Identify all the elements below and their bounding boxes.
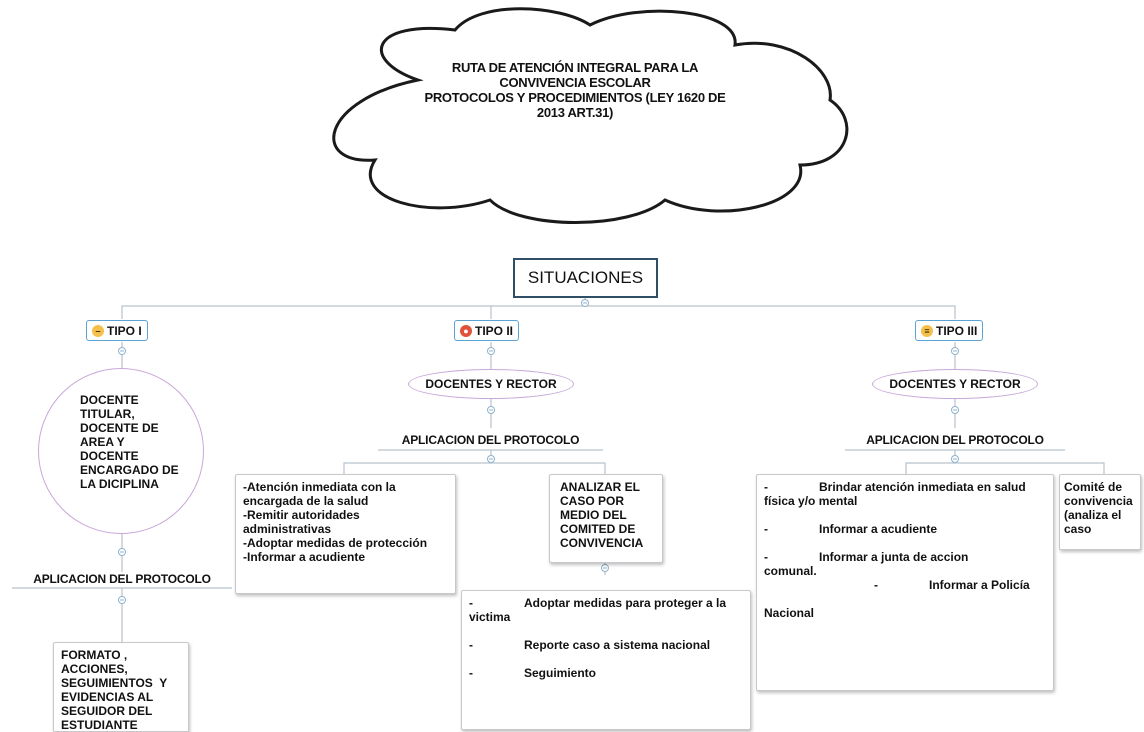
bullet-dash: -: [764, 480, 768, 494]
item-text: Seguimiento: [524, 666, 597, 680]
item-text-continued: victima: [469, 610, 511, 624]
title-cloud: [332, 7, 849, 224]
text-line: Comité de: [1064, 480, 1123, 494]
tipo-1-node[interactable]: – TIPO I: [86, 320, 148, 341]
text-line: caso: [1064, 522, 1092, 536]
list-item: - Informar a Policía: [764, 578, 1046, 592]
tipo-2-responsible-node[interactable]: DOCENTES Y RECTOR: [408, 369, 574, 399]
item-text: Adoptar medidas para proteger a la: [524, 596, 727, 610]
angry-face-icon: ●: [460, 324, 472, 337]
item-text: Reporte caso a sistema nacional: [524, 638, 711, 652]
cloud-title-line: PROTOCOLOS Y PROCEDIMIENTOS (LEY 1620 DE: [424, 90, 726, 105]
text-line: MEDIO DEL: [560, 508, 627, 522]
bullet-dash: -: [469, 666, 473, 680]
tipo-3-committee-box[interactable]: Comité de convivencia (analiza el caso: [1059, 474, 1141, 550]
bullet-dash: -: [764, 522, 768, 536]
text-line: TITULAR,: [80, 407, 135, 421]
item-text-continued: comunal.: [764, 564, 817, 578]
tipo-1-responsible-text: DOCENTE TITULAR, DOCENTE DE AREA Y DOCEN…: [80, 393, 190, 491]
text-line: -Atención inmediata con la: [243, 480, 396, 494]
item-text: Informar a acudiente: [819, 522, 938, 536]
tipo-2-committee-actions-box[interactable]: - Adoptar medidas para proteger a la vic…: [461, 590, 751, 730]
bullet-dash: -: [764, 550, 768, 564]
bullet-dash: -: [469, 596, 473, 610]
text-line: encargada de la salud: [243, 494, 369, 508]
cloud-title: RUTA DE ATENCIÓN INTEGRAL PARA LA CONVIV…: [400, 60, 750, 120]
text-line: (analiza el: [1064, 508, 1122, 522]
tipo-1-responsible-ellipse[interactable]: [38, 368, 204, 534]
text-line: CONVIVENCIA: [560, 536, 644, 550]
tipo-3-responsible-label: DOCENTES Y RECTOR: [889, 377, 1021, 391]
tipo-2-responsible-label: DOCENTES Y RECTOR: [425, 377, 557, 391]
text-line: CASO POR: [560, 494, 625, 508]
text-line: DOCENTE DE: [80, 421, 159, 435]
text-line: administrativas: [243, 522, 332, 536]
root-node-label: SITUACIONES: [527, 268, 644, 287]
text-line: ESTUDIANTE: [61, 718, 138, 732]
grimacing-face-icon: ≡: [921, 324, 933, 337]
tipo-2-actions-box[interactable]: -Atención inmediata con la encargada de …: [235, 474, 456, 594]
item-text: Informar a Policía: [929, 578, 1030, 592]
cloud-title-line: CONVIVENCIA ESCOLAR: [499, 75, 651, 90]
root-node-situaciones[interactable]: SITUACIONES: [513, 258, 658, 298]
text-line: LA DICIPLINA: [80, 477, 159, 491]
tipo-2-node[interactable]: ● TIPO II: [454, 320, 520, 341]
text-line: COMITED DE: [560, 522, 636, 536]
list-item: - Informar a junta de accion: [764, 550, 1046, 564]
text-line: DOCENTE: [80, 449, 139, 463]
tipo-2-label: TIPO II: [475, 323, 514, 338]
tipo-3-label: TIPO III: [936, 323, 978, 338]
list-item: - Seguimiento: [469, 666, 743, 680]
text-line: convivencia: [1064, 494, 1133, 508]
bullet-dash: -: [469, 638, 473, 652]
item-text-continued: física y/o mental: [764, 494, 858, 508]
list-item: - Adoptar medidas para proteger a la: [469, 596, 743, 610]
item-text: Informar a junta de accion: [819, 550, 969, 564]
list-item: - Reporte caso a sistema nacional: [469, 638, 743, 652]
item-text: Brindar atención inmediata en salud: [819, 480, 1026, 494]
text-line: -Informar a acudiente: [243, 550, 366, 564]
bullet-dash: -: [874, 578, 878, 592]
neutral-face-icon: –: [92, 324, 104, 337]
tipo-2-analyze-box[interactable]: ANALIZAR EL CASO POR MEDIO DEL COMITED D…: [549, 474, 663, 563]
text-line: ENCARGADO DE: [80, 463, 179, 477]
tipo-3-protocol-label[interactable]: APLICACION DEL PROTOCOLO: [866, 433, 1044, 447]
tipo-1-protocol-label[interactable]: APLICACION DEL PROTOCOLO: [33, 572, 211, 586]
text-line: ACCIONES,: [61, 662, 128, 676]
tipo-3-responsible-node[interactable]: DOCENTES Y RECTOR: [872, 369, 1038, 399]
text-line: -Remitir autoridades: [243, 508, 360, 522]
cloud-title-line: 2013 ART.31): [536, 105, 614, 120]
tipo-1-label: TIPO I: [107, 323, 142, 338]
text-line: SEGUIMIENTOS Y: [61, 676, 168, 690]
text-line: SEGUIDOR DEL: [61, 704, 153, 718]
list-item: - Informar a acudiente: [764, 522, 1046, 536]
list-item: - Brindar atención inmediata en salud: [764, 480, 1046, 494]
tipo-3-actions-box[interactable]: - Brindar atención inmediata en salud fí…: [756, 474, 1054, 691]
tipo-2-protocol-label[interactable]: APLICACION DEL PROTOCOLO: [401, 433, 580, 447]
text-line: DOCENTE: [80, 393, 139, 407]
tipo-1-protocol-box[interactable]: FORMATO , ACCIONES, SEGUIMIENTOS Y EVIDE…: [53, 642, 189, 732]
text-line: AREA Y: [80, 435, 125, 449]
tipo-3-node[interactable]: ≡ TIPO III: [915, 320, 984, 341]
text-line: FORMATO ,: [61, 648, 128, 662]
text-line: -Adoptar medidas de protección: [243, 536, 428, 550]
text-line: ANALIZAR EL: [560, 480, 640, 494]
item-text-continued: Nacional: [764, 606, 815, 620]
cloud-title-line: RUTA DE ATENCIÓN INTEGRAL PARA LA: [451, 60, 699, 75]
text-line: EVIDENCIAS AL: [61, 690, 154, 704]
